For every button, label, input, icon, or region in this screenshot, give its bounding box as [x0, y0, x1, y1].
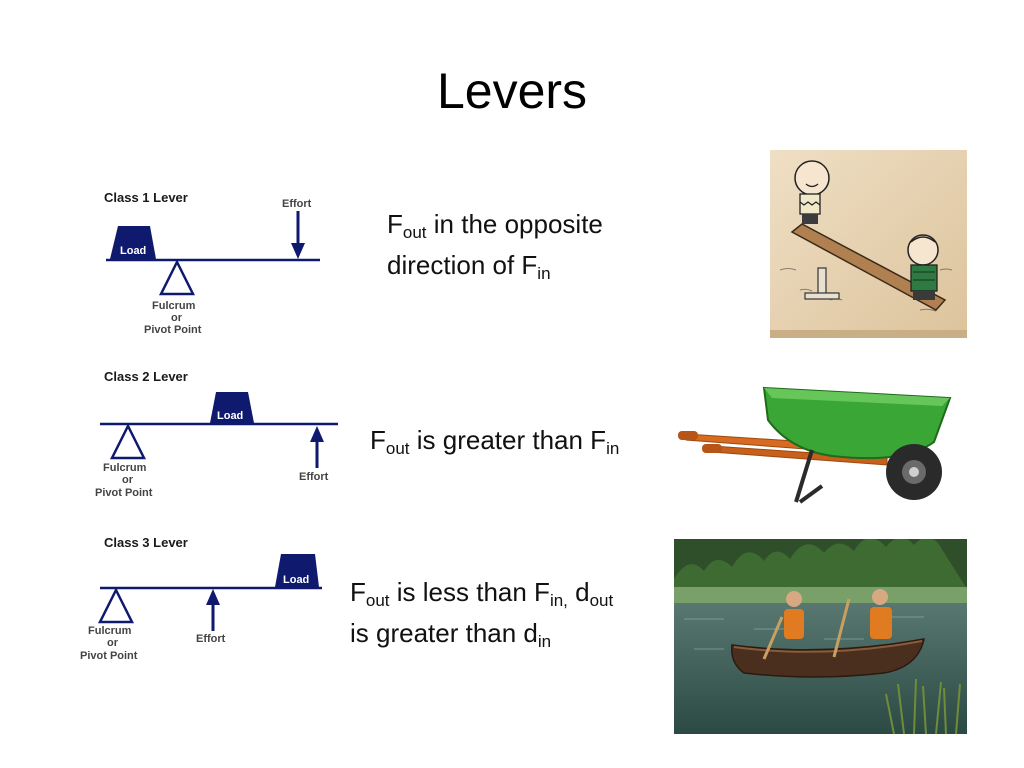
class-3-description-line-2: is greater than din	[350, 618, 552, 651]
load-block	[275, 554, 319, 587]
slide-title: Levers	[436, 63, 588, 119]
class-1-lever-label: Class 1 Lever	[104, 190, 188, 205]
class-3-description: Fout is less than Fin, dout is greater t…	[350, 572, 613, 654]
load-label: Load	[217, 410, 243, 422]
load-label: Load	[283, 574, 309, 586]
canoe-image	[674, 539, 967, 734]
effort-label: Effort	[196, 633, 226, 645]
effort-arrow-head	[291, 243, 305, 259]
class-1-description-line-1: Fout in the opposite	[387, 209, 603, 242]
fulcrum-triangle	[158, 259, 196, 296]
seesaw-cartoon-image	[770, 150, 967, 338]
effort-label: Effort	[299, 471, 329, 483]
pivot-point-label: Pivot Point	[95, 487, 153, 499]
class-2-lever-label: Class 2 Lever	[104, 369, 188, 384]
fulcrum-or-label: or	[122, 474, 134, 486]
class-2-description-line-1: Fout is greater than Fin	[370, 425, 620, 458]
class-3-description-line-1: Fout is less than Fin, dout	[350, 577, 614, 610]
fulcrum-or-label: or	[171, 312, 183, 324]
effort-label: Effort	[282, 198, 312, 210]
class-3-lever-label: Class 3 Lever	[104, 535, 188, 550]
load-block	[110, 226, 156, 259]
load-block	[210, 392, 254, 423]
fulcrum-triangle	[97, 587, 135, 624]
pivot-point-label: Pivot Point	[80, 650, 138, 662]
class-3-lever-diagram: Class 3 Lever Load Effort Fulcrum or Piv…	[80, 535, 322, 662]
fulcrum-or-label: or	[107, 637, 119, 649]
fulcrum-label: Fulcrum	[152, 300, 196, 312]
class-2-description: Fout is greater than Fin	[370, 420, 619, 461]
fulcrum-label: Fulcrum	[103, 462, 147, 474]
effort-arrow-head	[310, 426, 324, 442]
effort-arrow-head	[206, 589, 220, 605]
class-1-description-line-2: direction of Fin	[387, 250, 551, 283]
class-2-lever-diagram: Class 2 Lever Load Effort Fulcrum or Piv…	[95, 369, 338, 499]
pivot-point-label: Pivot Point	[144, 324, 202, 336]
fulcrum-triangle	[109, 423, 147, 460]
load-label: Load	[120, 245, 146, 257]
class-1-description: Fout in the opposite direction of Fin	[387, 204, 603, 286]
class-1-lever-diagram: Class 1 Lever Effort Load Fulcrum or Piv…	[104, 190, 320, 336]
wheelbarrow-image	[672, 346, 967, 520]
fulcrum-label: Fulcrum	[88, 625, 132, 637]
